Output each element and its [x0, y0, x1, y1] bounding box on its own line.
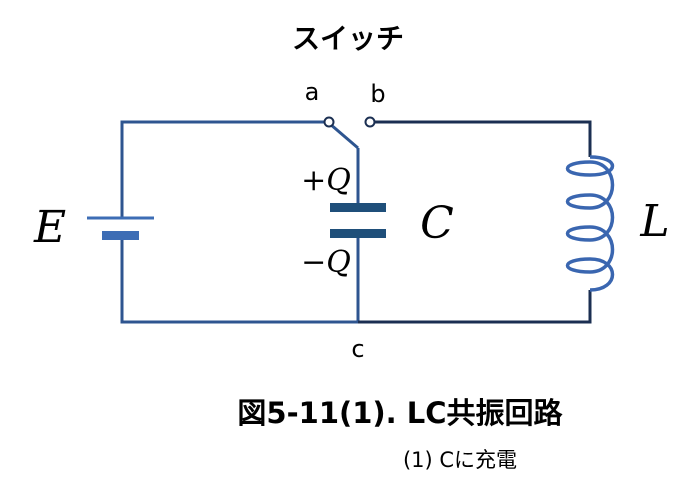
capacitor-bottom-plate [330, 229, 386, 238]
switch-terminal-a [323, 116, 335, 128]
switch-lever [329, 122, 359, 150]
left-wire [120, 120, 358, 324]
charge-top-label: +Q [301, 163, 351, 198]
terminal-b-label: b [370, 80, 385, 108]
terminal-a-label: a [305, 78, 320, 106]
inductor-coil [566, 155, 615, 292]
terminal-c-label: c [351, 335, 364, 363]
inductor-label: L [639, 196, 669, 247]
capacitor-label: C [420, 198, 454, 249]
figure-caption: 図5-11(1). LC共振回路 [237, 396, 563, 430]
right-wire [358, 120, 592, 324]
figure-subcaption: (1) Cに充電 [403, 448, 517, 472]
charge-bottom-label: −Q [301, 245, 351, 280]
switch-terminal-b [364, 116, 376, 128]
battery-short-plate [102, 231, 139, 240]
source-label: E [33, 202, 66, 253]
switch-title: スイッチ [292, 22, 404, 55]
capacitor-top-plate [330, 203, 386, 212]
